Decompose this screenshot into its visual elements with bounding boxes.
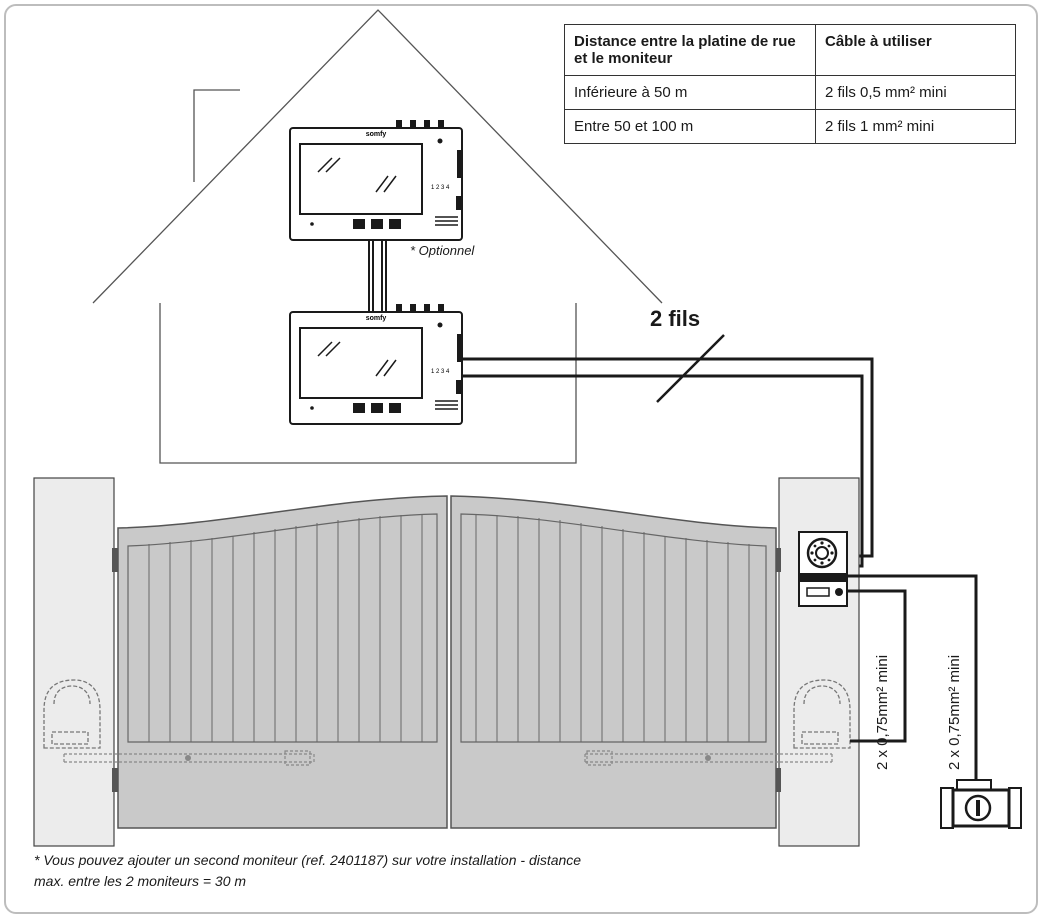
- monitor-optional-terminals: 1 2 3 4: [431, 185, 450, 191]
- footnote: * Vous pouvez ajouter un second moniteur…: [34, 852, 582, 889]
- bus-cable-slash: [656, 334, 725, 403]
- table-row: Entre 50 et 100 m 2 fils 1 mm² mini: [564, 109, 1016, 144]
- house-outline: [92, 9, 663, 464]
- lock-cable: [847, 574, 978, 780]
- monitor-main-terminals: 1 2 3 4: [431, 369, 450, 375]
- row-distance: Inférieure à 50 m: [564, 75, 816, 110]
- diagram-frame: [4, 4, 1038, 914]
- row-distance: Entre 50 et 100 m: [564, 109, 816, 144]
- cable-spec-label-lock: 2 x 0,75mm² mini: [946, 654, 963, 770]
- two-wires-label: 2 fils: [650, 306, 701, 331]
- motor-right: [793, 679, 851, 749]
- monitor-main: [289, 304, 463, 425]
- motor-left: [43, 679, 101, 749]
- electric-lock: [940, 779, 1022, 829]
- monitor-link-cable: [368, 240, 387, 312]
- cable-table-header-row: Distance entre la platine de rue et le m…: [564, 24, 1016, 76]
- pillar-left: [33, 477, 115, 847]
- motor-arm-left: [63, 750, 315, 766]
- header-distance: Distance entre la platine de rue et le m…: [564, 24, 816, 76]
- header-cable: Câble à utiliser: [815, 24, 1016, 76]
- motor-cable: [847, 589, 907, 743]
- motor-arm-right: [584, 750, 833, 766]
- table-row: Inférieure à 50 m 2 fils 0,5 mm² mini: [564, 75, 1016, 110]
- cable-spec-label-motor: 2 x 0,75mm² mini: [874, 654, 891, 770]
- monitor-main-brand: somfy: [366, 315, 387, 322]
- row-cable: 2 fils 1 mm² mini: [815, 109, 1016, 144]
- door-station: [798, 531, 848, 607]
- gate-left-leaf: [117, 495, 448, 829]
- monitor-optional-brand: somfy: [366, 131, 387, 138]
- row-cable: 2 fils 0,5 mm² mini: [815, 75, 1016, 110]
- gate-right-leaf: [450, 495, 777, 829]
- monitor-optional: [289, 120, 463, 241]
- optional-monitor-label: * Optionnel: [410, 243, 475, 258]
- cable-table: Distance entre la platine de rue et le m…: [564, 24, 1016, 144]
